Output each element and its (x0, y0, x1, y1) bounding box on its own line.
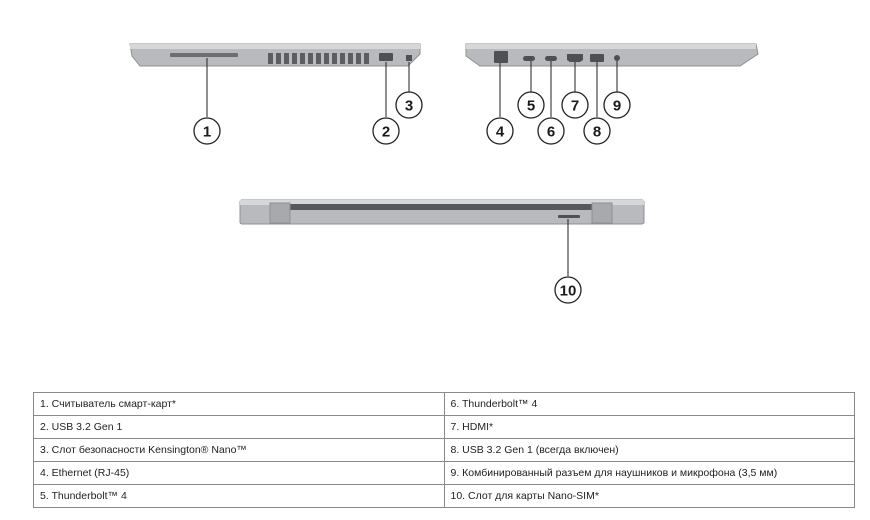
display-hinge-bar (290, 204, 592, 210)
legend-item: 7. HDMI* (443, 415, 855, 439)
legend-item: 5. Thunderbolt™ 4 (33, 484, 445, 508)
legend-item: 9. Комбинированный разъем для наушников … (443, 461, 855, 485)
legend-item: 3. Слот безопасности Kensington® Nano™ (33, 438, 445, 462)
laptop-left-side-view (129, 43, 421, 117)
callout-1: 1 (193, 117, 221, 145)
legend-item: 2. USB 3.2 Gen 1 (33, 415, 445, 439)
svg-text:1: 1 (203, 124, 211, 141)
callout-5: 5 (517, 91, 545, 119)
callout-10: 10 (554, 276, 582, 304)
table-row: 4. Ethernet (RJ-45) 9. Комбинированный р… (33, 461, 855, 485)
svg-text:8: 8 (593, 124, 601, 141)
svg-text:9: 9 (613, 98, 621, 115)
smart-card-reader-slot (170, 53, 238, 57)
callout-9: 9 (603, 91, 631, 119)
hinge-right (591, 202, 613, 224)
svg-text:5: 5 (527, 98, 535, 115)
hdmi-port (567, 54, 583, 62)
legend-item: 1. Считыватель смарт-карт* (33, 392, 445, 416)
hinge-left (269, 202, 291, 224)
table-row: 1. Считыватель смарт-карт* 6. Thunderbol… (33, 392, 855, 416)
nano-sim-slot (558, 215, 580, 218)
laptop-rear-view (239, 199, 645, 276)
svg-text:7: 7 (571, 98, 579, 115)
legend-item: 6. Thunderbolt™ 4 (443, 392, 855, 416)
legend-item: 8. USB 3.2 Gen 1 (всегда включен) (443, 438, 855, 462)
audio-jack (614, 55, 620, 61)
callout-8: 8 (583, 117, 611, 145)
callout-6: 6 (537, 117, 565, 145)
svg-text:10: 10 (560, 283, 577, 300)
thunderbolt-port-2 (545, 56, 557, 61)
usb-a-port-right (590, 54, 604, 62)
usb-a-port-left (379, 53, 393, 61)
table-row: 5. Thunderbolt™ 4 10. Слот для карты Nan… (33, 484, 855, 508)
callout-7: 7 (561, 91, 589, 119)
callout-2: 2 (372, 117, 400, 145)
ethernet-port (494, 51, 508, 63)
laptop-right-side-view (465, 43, 759, 117)
thunderbolt-port-1 (523, 56, 535, 61)
callout-3: 3 (395, 91, 423, 119)
callout-4: 4 (486, 117, 514, 145)
table-row: 3. Слот безопасности Kensington® Nano™ 8… (33, 438, 855, 462)
legend-item: 4. Ethernet (RJ-45) (33, 461, 445, 485)
ports-diagram: 1 2 3 4 5 6 7 8 9 10 (129, 43, 759, 304)
svg-text:4: 4 (496, 124, 505, 141)
cooling-vents (268, 53, 369, 64)
svg-text:6: 6 (547, 124, 555, 141)
svg-text:2: 2 (382, 124, 390, 141)
svg-text:3: 3 (405, 98, 413, 115)
table-row: 2. USB 3.2 Gen 1 7. HDMI* (33, 415, 855, 439)
legend-item: 10. Слот для карты Nano-SIM* (443, 484, 855, 508)
kensington-nano-slot (406, 55, 412, 61)
ports-legend-table: 1. Считыватель смарт-карт* 6. Thunderbol… (33, 392, 855, 508)
